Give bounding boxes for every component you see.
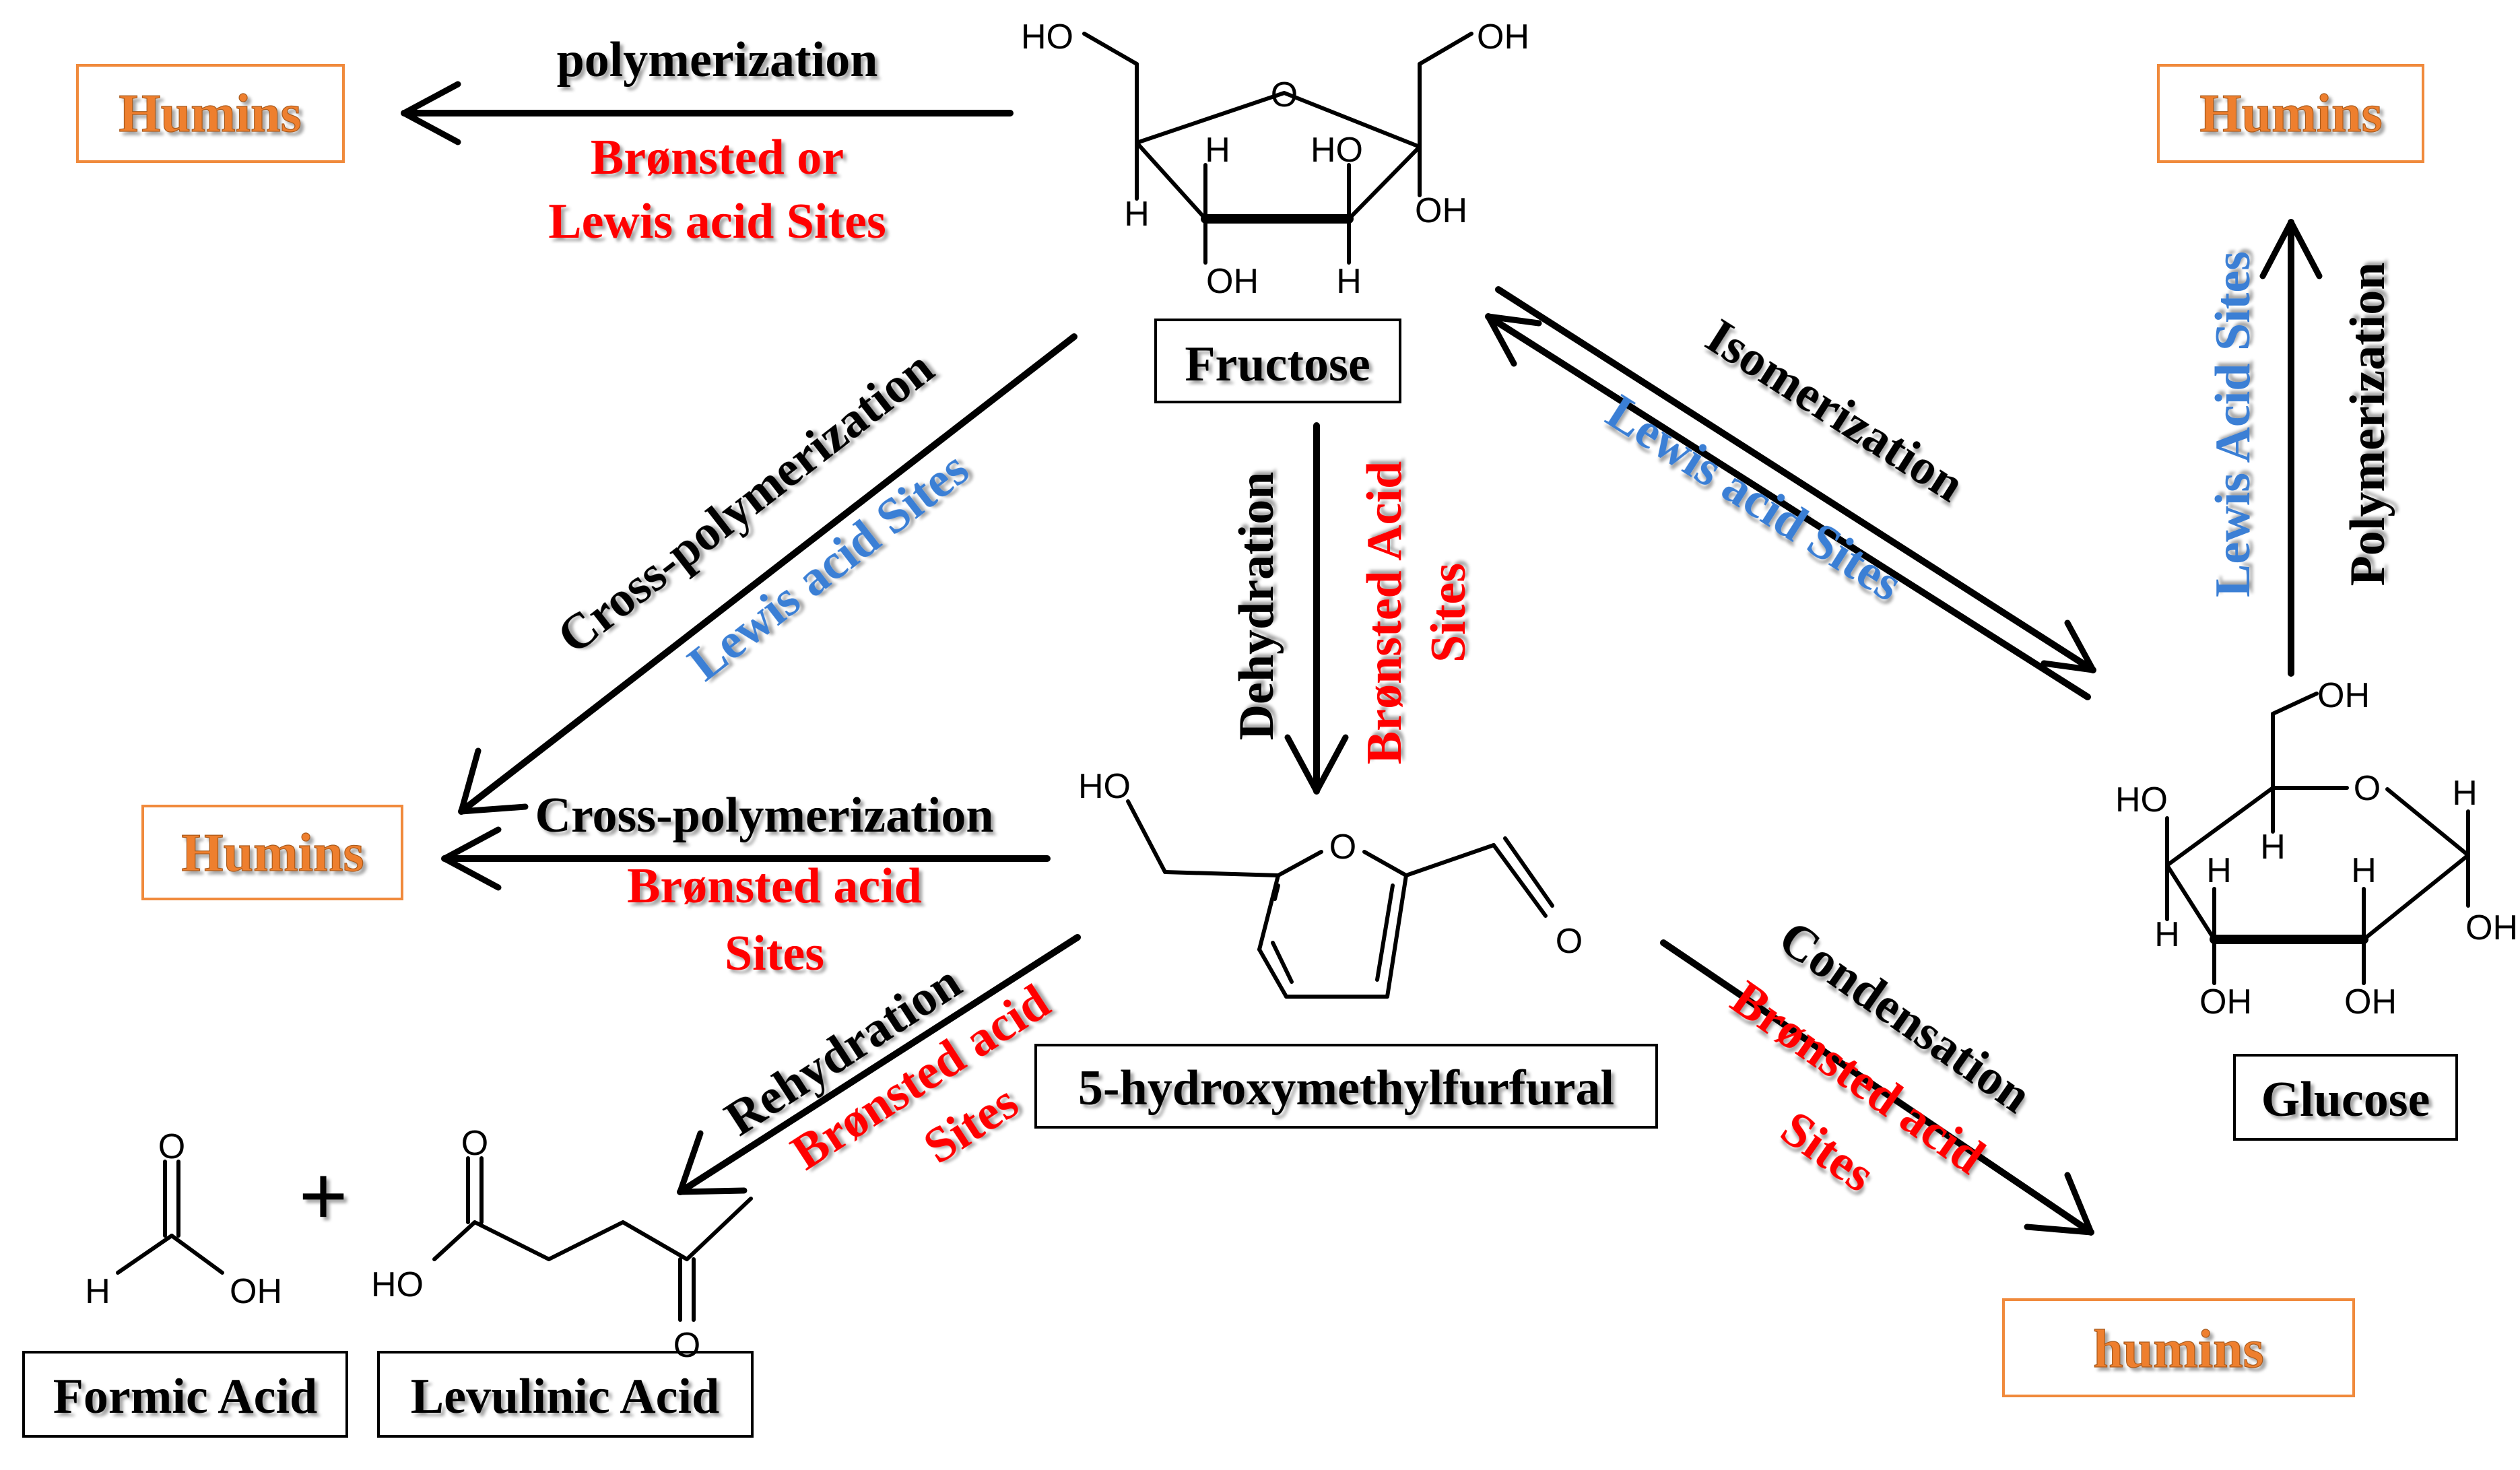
hmf-structure: HO O O [1078,767,1583,999]
atom-label: OH [2465,908,2518,947]
fructose-name-box: Fructose [1154,319,1401,403]
levulinic-acid-name-box: Levulinic Acid [377,1351,754,1438]
hmf-name-box: 5-hydroxymethylfurfural [1034,1044,1658,1129]
levulinic-acid-structure: O HO O [371,1124,753,1365]
atom-label: OH [230,1272,282,1311]
atom-label: H [2260,828,2286,867]
atom-label: HO [1021,18,1073,57]
arrow-cross-polymerization-horizontal [441,826,1051,891]
levulinic-acid-label: Levulinic Acid [411,1369,719,1424]
atom-label: O [2354,769,2381,808]
catalyst-label-bronsted: Brønsted or [591,130,844,185]
arrow-polymerization-right [2259,219,2323,677]
atom-label: OH [1206,262,1259,301]
arrow-cross-polymerization-diagonal [458,333,1077,815]
atom-label: O [461,1124,488,1163]
atom-label: O [158,1127,185,1166]
humins-box-bottom-right: humins [2002,1298,2355,1397]
formic-acid-name-box: Formic Acid [22,1351,348,1438]
atom-label: O [1271,75,1298,114]
humins-box-top-left: Humins [76,64,345,163]
process-label: polymerization [557,32,878,88]
arrow-isomerization-equilibrium [1485,286,2096,700]
atom-label: H [1205,131,1230,170]
catalyst-label-bronsted: Brønsted acid [627,859,922,914]
catalyst-label-lewis: Lewis acid Sites [548,194,886,249]
atom-label: O [1329,828,1356,867]
atom-label: H [2351,851,2377,890]
glucose-structure: OH O H H HO H H H OH OH OH [2115,676,2518,1022]
humins-box-top-right: Humins [2157,64,2424,163]
atom-label: OH [2199,982,2252,1022]
atom-label: OH [2317,676,2370,715]
humins-label: Humins [119,84,301,143]
process-label: Dehydration [1229,472,1284,741]
humins-label: Humins [2199,84,2382,143]
hmf-label: 5-hydroxymethylfurfural [1078,1061,1614,1116]
atom-label: H [1336,262,1362,301]
atom-label: HO [371,1265,424,1304]
atom-label: OH [2344,982,2397,1022]
arrow-dehydration [1284,422,1349,795]
fructose-structure: HO O OH H H HO OH OH H [1021,18,1529,301]
catalyst-label-bronsted: Sites [1421,563,1476,663]
atom-label: HO [1311,131,1363,170]
atom-label: O [673,1326,700,1365]
humins-label: Humins [181,824,364,883]
arrow-rehydration [677,934,1081,1195]
atom-label: H [2154,915,2180,954]
atom-label: O [1556,922,1583,961]
catalyst-label-lewis: Lewis acid Sites [678,441,979,692]
catalyst-label-bronsted: Sites [725,926,824,981]
plus-sign: + [298,1148,348,1245]
formic-acid-label: Formic Acid [53,1369,318,1424]
atom-label: HO [1078,767,1131,806]
atom-label: HO [2115,780,2168,820]
glucose-name-box: Glucose [2233,1054,2458,1141]
process-label: Polymerization [2340,263,2395,587]
humins-box-mid-left: Humins [141,805,403,900]
catalyst-label-bronsted: Brønsted Acid [1357,461,1412,764]
fructose-label: Fructose [1185,337,1370,392]
arrow-polymerization-top-left [401,81,1014,145]
atom-label: H [1124,195,1150,234]
atom-label: H [85,1272,110,1311]
arrow-condensation [1660,939,2094,1236]
atom-label: OH [1415,191,1467,230]
formic-acid-structure: O H OH [85,1127,282,1311]
glucose-label: Glucose [2261,1072,2430,1127]
humins-label: humins [2093,1320,2263,1379]
catalyst-label-lewis: Lewis Acid Sites [2206,251,2261,597]
atom-label: OH [1477,18,1529,57]
process-label: Cross-polymerization [535,788,994,843]
atom-label: H [2452,774,2478,813]
atom-label: H [2206,851,2232,890]
